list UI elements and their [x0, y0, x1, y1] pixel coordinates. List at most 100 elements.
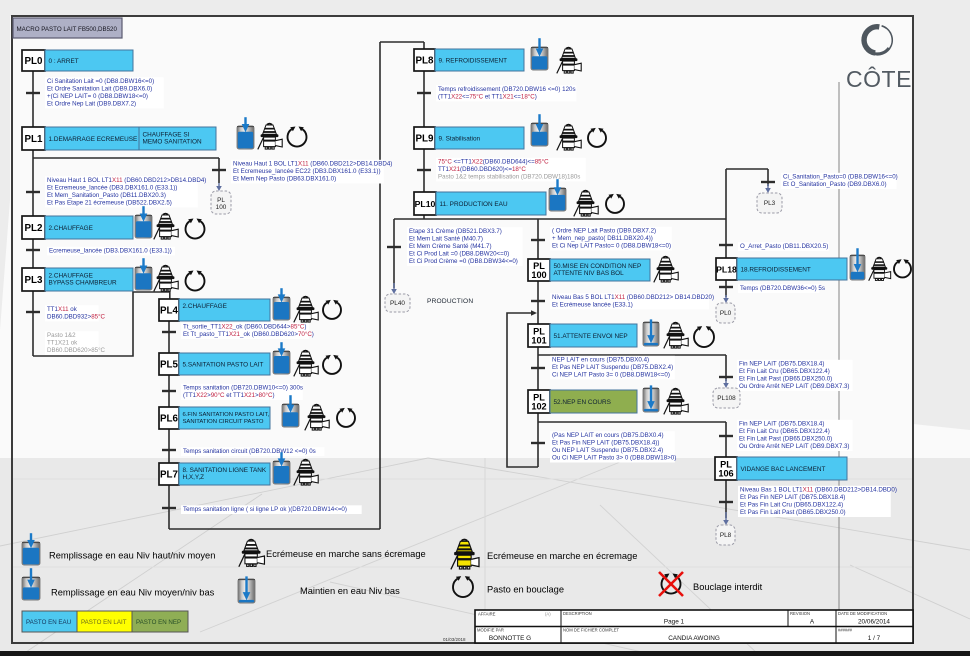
- svg-text:PL0: PL0: [720, 310, 732, 317]
- svg-text:75°C <=TT1X22(DB60.DBD644)<=85: 75°C <=TT1X22(DB60.DBD644)<=85°C: [438, 159, 549, 166]
- svg-text:+ Mem_nep_pasto( DB11.DBX20.4: + Mem_nep_pasto( DB11.DBX20.4)): [552, 235, 653, 242]
- svg-text:Temps sanitation (DB720.DBW10<: Temps sanitation (DB720.DBW10<=0) 300s: [183, 385, 303, 392]
- svg-text:8. SANITATION LIGNE TANK: 8. SANITATION LIGNE TANK: [183, 467, 267, 474]
- svg-text:+(Ci NEP LAIT= 0 (DB8.DBW18<=0: +(Ci NEP LAIT= 0 (DB8.DBW18<=0): [47, 93, 148, 100]
- svg-text:01/03/2018: 01/03/2018: [443, 637, 466, 642]
- svg-text:TT1X21(DB60.DBD620)<=18°C: TT1X21(DB60.DBD620)<=18°C: [438, 166, 526, 173]
- svg-text:Et Fin Lait Past (DB65.DBX250.: Et Fin Lait Past (DB65.DBX250.0): [739, 436, 832, 443]
- svg-text:Ou NEP LAIT Suspendu (DB75.D: Ou NEP LAIT Suspendu (DB75.DBX2.4): [552, 447, 663, 454]
- svg-text:Tt_sortie_TT1X22_ok (DB60.DBD6: Tt_sortie_TT1X22_ok (DB60.DBD644>85°C): [183, 324, 306, 331]
- svg-text:CANDIA AWOING: CANDIA AWOING: [668, 635, 720, 642]
- svg-text:( Ordre NEP Lait Pasto (DB9.DB: ( Ordre NEP Lait Pasto (DB9.DBX7.2): [552, 228, 656, 235]
- svg-text:PL0: PL0: [25, 56, 44, 67]
- svg-text:100: 100: [216, 204, 227, 211]
- svg-text:Fin NEP LAIT (DB75.DBX18.4): Fin NEP LAIT (DB75.DBX18.4): [739, 421, 824, 428]
- svg-text:Pasto en bouclage: Pasto en bouclage: [487, 585, 564, 595]
- svg-text:MODIFIE PAR: MODIFIE PAR: [477, 628, 504, 633]
- svg-text:Etape 31 Crème (DB521.DBX3.7): Etape 31 Crème (DB521.DBX3.7): [409, 228, 502, 235]
- svg-text:SANITATION CIRCUIT PASTO: SANITATION CIRCUIT PASTO: [183, 419, 264, 425]
- svg-text:PL: PL: [533, 326, 545, 336]
- svg-text:H,X,Y,Z: H,X,Y,Z: [183, 474, 205, 481]
- svg-text:100: 100: [531, 270, 546, 280]
- svg-text:PL3: PL3: [25, 275, 44, 286]
- svg-text:PL5: PL5: [160, 359, 179, 370]
- svg-text:Temps sanitation circuit (DB72: Temps sanitation circuit (DB720.DBW12 <=…: [183, 448, 316, 455]
- svg-text:Et Ordre Sanitation Lait (DB9.: Et Ordre Sanitation Lait (DB9.DBX6.0): [47, 86, 152, 93]
- svg-text:Et Ci Nep LAIT Pasto= 0 (DB8.D: Et Ci Nep LAIT Pasto= 0 (DB8.DBW18<=0): [552, 243, 671, 250]
- svg-text:Fin NEP LAIT (DB75.DBX18.4): Fin NEP LAIT (DB75.DBX18.4): [739, 361, 824, 368]
- svg-text:Et Pas Fin Lait Past (DB65.DBX: Et Pas Fin Lait Past (DB65.DBX250.0): [740, 509, 846, 516]
- svg-text:50.MISE EN CONDITION NEP: 50.MISE EN CONDITION NEP: [554, 263, 642, 270]
- svg-text:DATE DE MODIFICATION: DATE DE MODIFICATION: [838, 611, 887, 616]
- svg-text:20/06/2014: 20/06/2014: [858, 619, 890, 626]
- svg-text:PL8: PL8: [720, 532, 732, 539]
- svg-text:Et Ci Prod Lait =0 (DB8.DBW20: Et Ci Prod Lait =0 (DB8.DBW20<=0): [409, 251, 509, 258]
- svg-text:9. REFROIDISSEMENT: 9. REFROIDISSEMENT: [439, 57, 508, 64]
- svg-text:Bouclage interdit: Bouclage interdit: [693, 582, 763, 592]
- svg-text:Et Pas Fin NEP LAIT (DB75.DB: Et Pas Fin NEP LAIT (DB75.DBX18.4): [740, 494, 845, 501]
- svg-text:Et Ecrémeuse lancée (E33.1): Et Ecrémeuse lancée (E33.1): [552, 302, 633, 309]
- svg-text:Et Ordre Nep Lait (DB9.DBX7.2): Et Ordre Nep Lait (DB9.DBX7.2): [47, 101, 136, 108]
- svg-text:Et Pas Fin NEP LAIT (DB75.DB: Et Pas Fin NEP LAIT (DB75.DBX18.4)): [552, 440, 659, 447]
- svg-text:PASTO EN NEP: PASTO EN NEP: [136, 619, 181, 626]
- svg-text:Et Pas Fin Lait Cru (DB65.DBX1: Et Pas Fin Lait Cru (DB65.DBX122.4): [740, 502, 843, 509]
- svg-text:Et Fin Lait Past (DB65.DBX250.: Et Fin Lait Past (DB65.DBX250.0): [739, 376, 832, 383]
- svg-text:Ou Ci NEP LAIT Pasto 3> 0 (DB8: Ou Ci NEP LAIT Pasto 3> 0 (DB8.DBW18>0): [552, 455, 676, 462]
- svg-text:MEMO SANITATION: MEMO SANITATION: [143, 138, 202, 145]
- svg-text:BONNOTTE G: BONNOTTE G: [489, 635, 531, 642]
- svg-text:Ecrémeuse en marche en écremag: Ecrémeuse en marche en écremage: [487, 551, 637, 561]
- svg-text:TT1X21 ok: TT1X21 ok: [47, 340, 78, 347]
- svg-text:Pasto 1&2 temps stabilisation: Pasto 1&2 temps stabilisation (DB720.DBW…: [438, 174, 580, 181]
- svg-text:2.CHAUFFAGE: 2.CHAUFFAGE: [183, 303, 227, 310]
- svg-text:Et Mem_Sanitation_Pasto (DB11.: Et Mem_Sanitation_Pasto (DB11.DBX20.3): [47, 192, 166, 199]
- svg-text:9. Stabilisation: 9. Stabilisation: [439, 135, 481, 142]
- svg-text:Ci Sanitation Lait =0 (DB8.DBW: Ci Sanitation Lait =0 (DB8.DBW16<=0): [47, 78, 154, 85]
- svg-text:Niveau Bas 5 BOL LT1X11 (DB60: Niveau Bas 5 BOL LT1X11 (DB60.DBD212> DB…: [552, 294, 714, 301]
- svg-text:AFFAIRE: AFFAIRE: [478, 612, 496, 617]
- svg-text:REVISION: REVISION: [790, 611, 810, 616]
- svg-text:BYPASS CHAMBREUR: BYPASS CHAMBREUR: [49, 279, 117, 286]
- svg-text:PL4: PL4: [160, 305, 179, 316]
- svg-text:CÔTE: CÔTE: [846, 65, 912, 92]
- svg-text:Ou Ordre Arrêt NEP LAIT (DB9.D: Ou Ordre Arrêt NEP LAIT (DB9.DBX7.3): [739, 443, 850, 450]
- svg-text:5.SANITATION PASTO LAIT: 5.SANITATION PASTO LAIT: [183, 361, 264, 368]
- svg-text:(TT1X22<=75°C et TT1X21<=18°C): (TT1X22<=75°C et TT1X21<=18°C): [438, 94, 537, 101]
- svg-text:Et Mem Lait Santé (M40.7): Et Mem Lait Santé (M40.7): [409, 236, 483, 243]
- svg-text:2.CHAUFFAGE: 2.CHAUFFAGE: [49, 272, 93, 279]
- svg-text:PL10: PL10: [415, 199, 436, 209]
- svg-text:DESCRIPTION: DESCRIPTION: [563, 611, 592, 616]
- svg-text:DB60.DBD932>85°C: DB60.DBD932>85°C: [47, 314, 106, 321]
- svg-text:Niveau Bas 1 BOL LT1X11 (DB60: Niveau Bas 1 BOL LT1X11 (DB60.DBD212>DB1…: [740, 487, 897, 494]
- svg-text:11. PRODUCTION EAU: 11. PRODUCTION EAU: [440, 201, 508, 208]
- svg-text:Et Fin Lait Cru (DB65.DBX122.4: Et Fin Lait Cru (DB65.DBX122.4): [739, 428, 830, 435]
- svg-text:Et Ecremeuse_lancée EC22 (DB3.: Et Ecremeuse_lancée EC22 (DB3.DBX161.0 (…: [233, 168, 381, 175]
- svg-text:PL18: PL18: [716, 264, 737, 274]
- svg-text:102: 102: [531, 402, 546, 412]
- svg-text:101: 101: [531, 336, 546, 346]
- svg-text:PL8: PL8: [416, 55, 435, 66]
- svg-text:PASTO EN EAU: PASTO EN EAU: [26, 619, 71, 626]
- svg-text:Ecrémeuse en marche sans écrem: Ecrémeuse en marche sans écremage: [266, 549, 426, 559]
- svg-text:PL2: PL2: [25, 223, 44, 234]
- svg-text:CHAUFFAGE SI: CHAUFFAGE SI: [143, 131, 190, 138]
- svg-text:Et Fin Lait Cru (DB65.DBX122.4: Et Fin Lait Cru (DB65.DBX122.4): [739, 368, 830, 375]
- svg-text:DB60.DBD620>85°C: DB60.DBD620>85°C: [47, 347, 106, 354]
- svg-text:PL: PL: [217, 197, 225, 204]
- svg-text:18.REFROIDISSEMENT: 18.REFROIDISSEMENT: [741, 266, 811, 273]
- svg-text:TT1X11 ok: TT1X11 ok: [47, 306, 78, 313]
- svg-text:PL: PL: [533, 261, 545, 271]
- svg-text:Et Ci Prod Crème =0 (DB8.DBW: Et Ci Prod Crème =0 (DB8.DBW34<=0): [409, 258, 518, 265]
- svg-text:6.FIN SANITATION PASTO LAIT,: 6.FIN SANITATION PASTO LAIT,: [183, 412, 270, 418]
- svg-text:PL6: PL6: [160, 413, 179, 424]
- svg-text:Et Tt_pasto_TT1X21_ok (DB60.DB: Et Tt_pasto_TT1X21_ok (DB60.DBD620>70°C): [183, 331, 314, 338]
- svg-text:1 / 7: 1 / 7: [868, 635, 881, 642]
- svg-text:Niveau Haut 1 BOL LT1X11 (DB60: Niveau Haut 1 BOL LT1X11 (DB60.DBD212>DB…: [233, 161, 392, 168]
- svg-text:Et Mem Crème Santé (M41.7): Et Mem Crème Santé (M41.7): [409, 243, 492, 250]
- svg-text:Ecremeuse_lancée (DB3.DBX161.: Ecremeuse_lancée (DB3.DBX161.0 (E33.1)): [49, 248, 172, 255]
- svg-text:(Pas NEP LAIT en cours (DB75.D: (Pas NEP LAIT en cours (DB75.DBX0.4): [552, 432, 664, 439]
- svg-text:MACRO PASTO LAIT FB500,DB520: MACRO PASTO LAIT FB500,DB520: [17, 26, 118, 33]
- svg-text:106: 106: [718, 469, 733, 479]
- svg-text:######: ######: [838, 628, 853, 633]
- svg-text:VIDANGE BAC LANCEMENT: VIDANGE BAC LANCEMENT: [741, 466, 826, 473]
- svg-text:2.CHAUFFAGE: 2.CHAUFFAGE: [49, 225, 93, 232]
